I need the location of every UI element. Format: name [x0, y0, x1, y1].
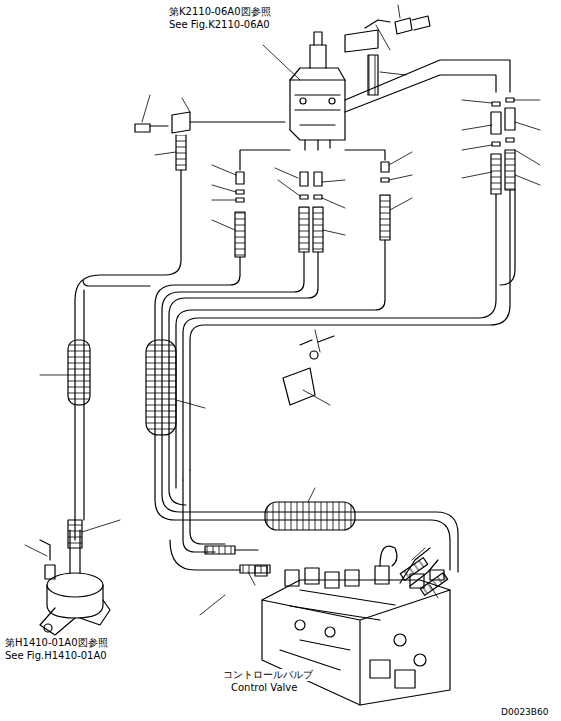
protector-sleeve — [146, 340, 176, 435]
reference-note: See Fig.K2110-06A0 — [168, 19, 271, 31]
drawing-number: D0023B60 — [500, 706, 549, 718]
leader-lines — [25, 5, 540, 615]
reference-note: 第H1410-01A0図参照 — [4, 637, 109, 649]
reference-note: コントロールバルブ — [222, 669, 314, 681]
pilot-valve — [290, 32, 345, 150]
protector-sleeve — [265, 502, 355, 530]
protector-sleeve — [68, 340, 90, 405]
ppc-valve — [40, 520, 110, 635]
reference-note: 第K2110-06A0図参照 — [168, 6, 272, 18]
reference-note: Control Valve — [230, 682, 298, 694]
fittings — [235, 60, 515, 257]
reference-note: See Fig.H1410-01A0 — [4, 650, 108, 662]
hose-bundle — [75, 170, 515, 572]
